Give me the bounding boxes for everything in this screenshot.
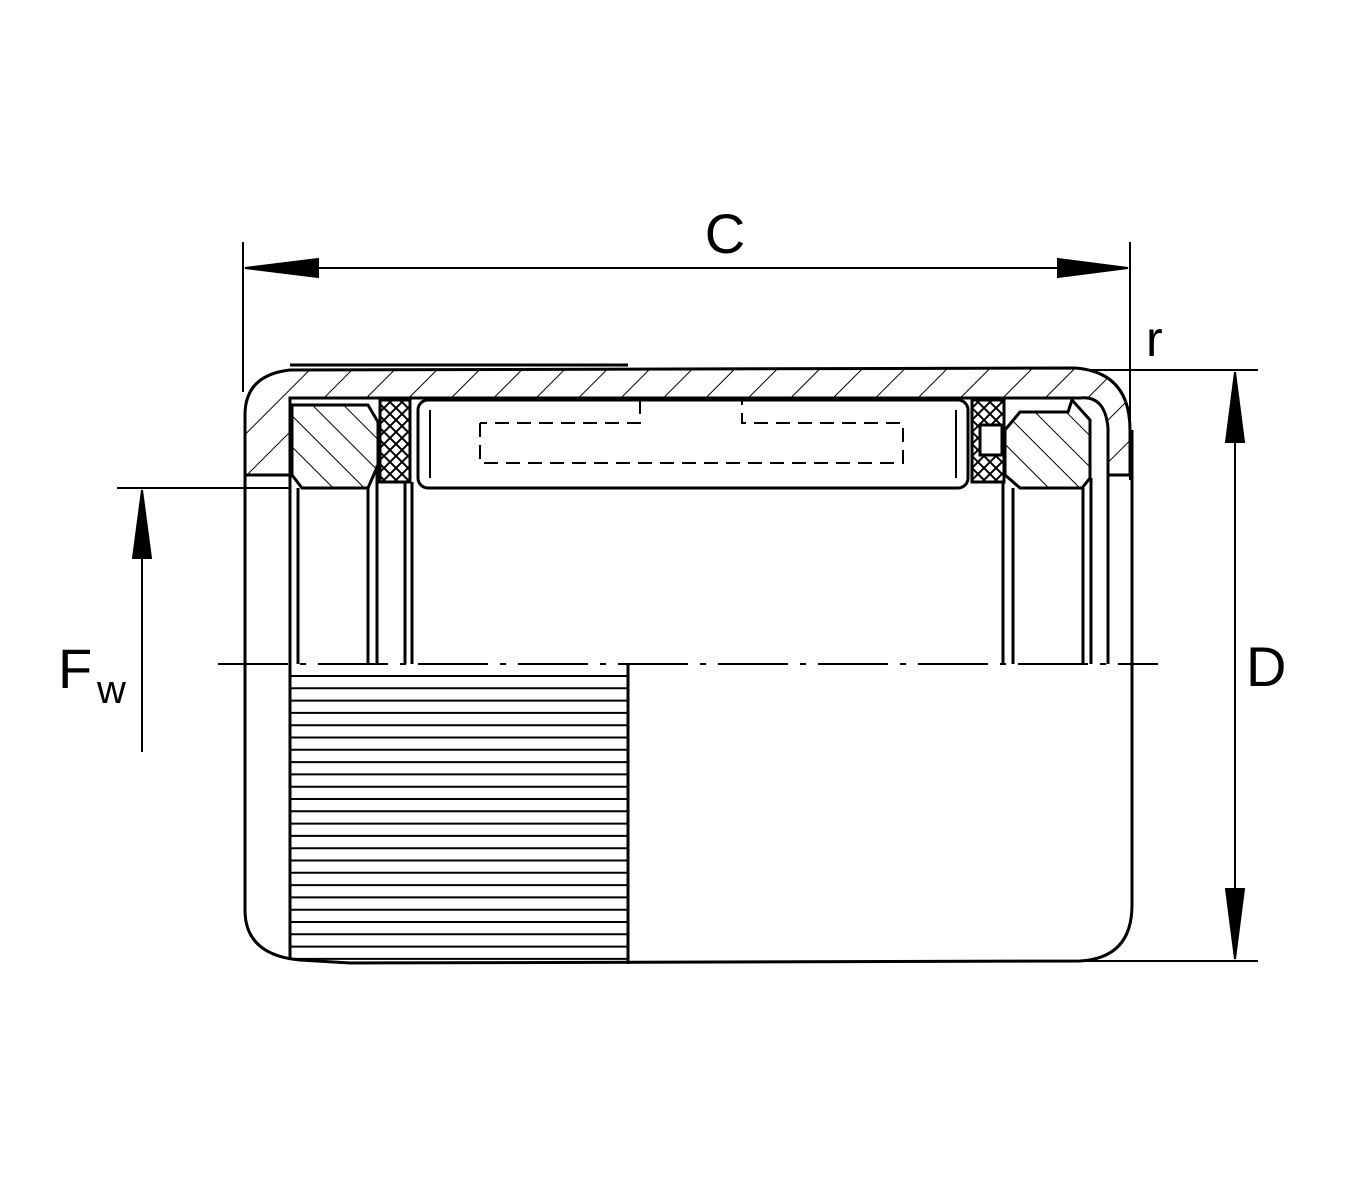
left-cage (378, 398, 412, 484)
dimension-d (1080, 369, 1258, 962)
dimension-c (242, 242, 1131, 480)
right-seal (1003, 397, 1092, 490)
section-lines (288, 400, 1110, 664)
label-r: r (1146, 311, 1163, 367)
left-seal (290, 403, 380, 490)
dimension-fw (117, 487, 290, 752)
drawn-cup-shell (243, 363, 1132, 477)
needle-roller (416, 398, 970, 490)
label-d: D (1246, 635, 1286, 698)
label-w: w (96, 668, 126, 712)
right-cage (970, 398, 1006, 484)
knurled-surface (290, 675, 628, 960)
label-f: F (58, 637, 92, 700)
outer-outline (243, 415, 1134, 965)
hidden-line (479, 400, 904, 464)
label-c: C (705, 202, 745, 265)
